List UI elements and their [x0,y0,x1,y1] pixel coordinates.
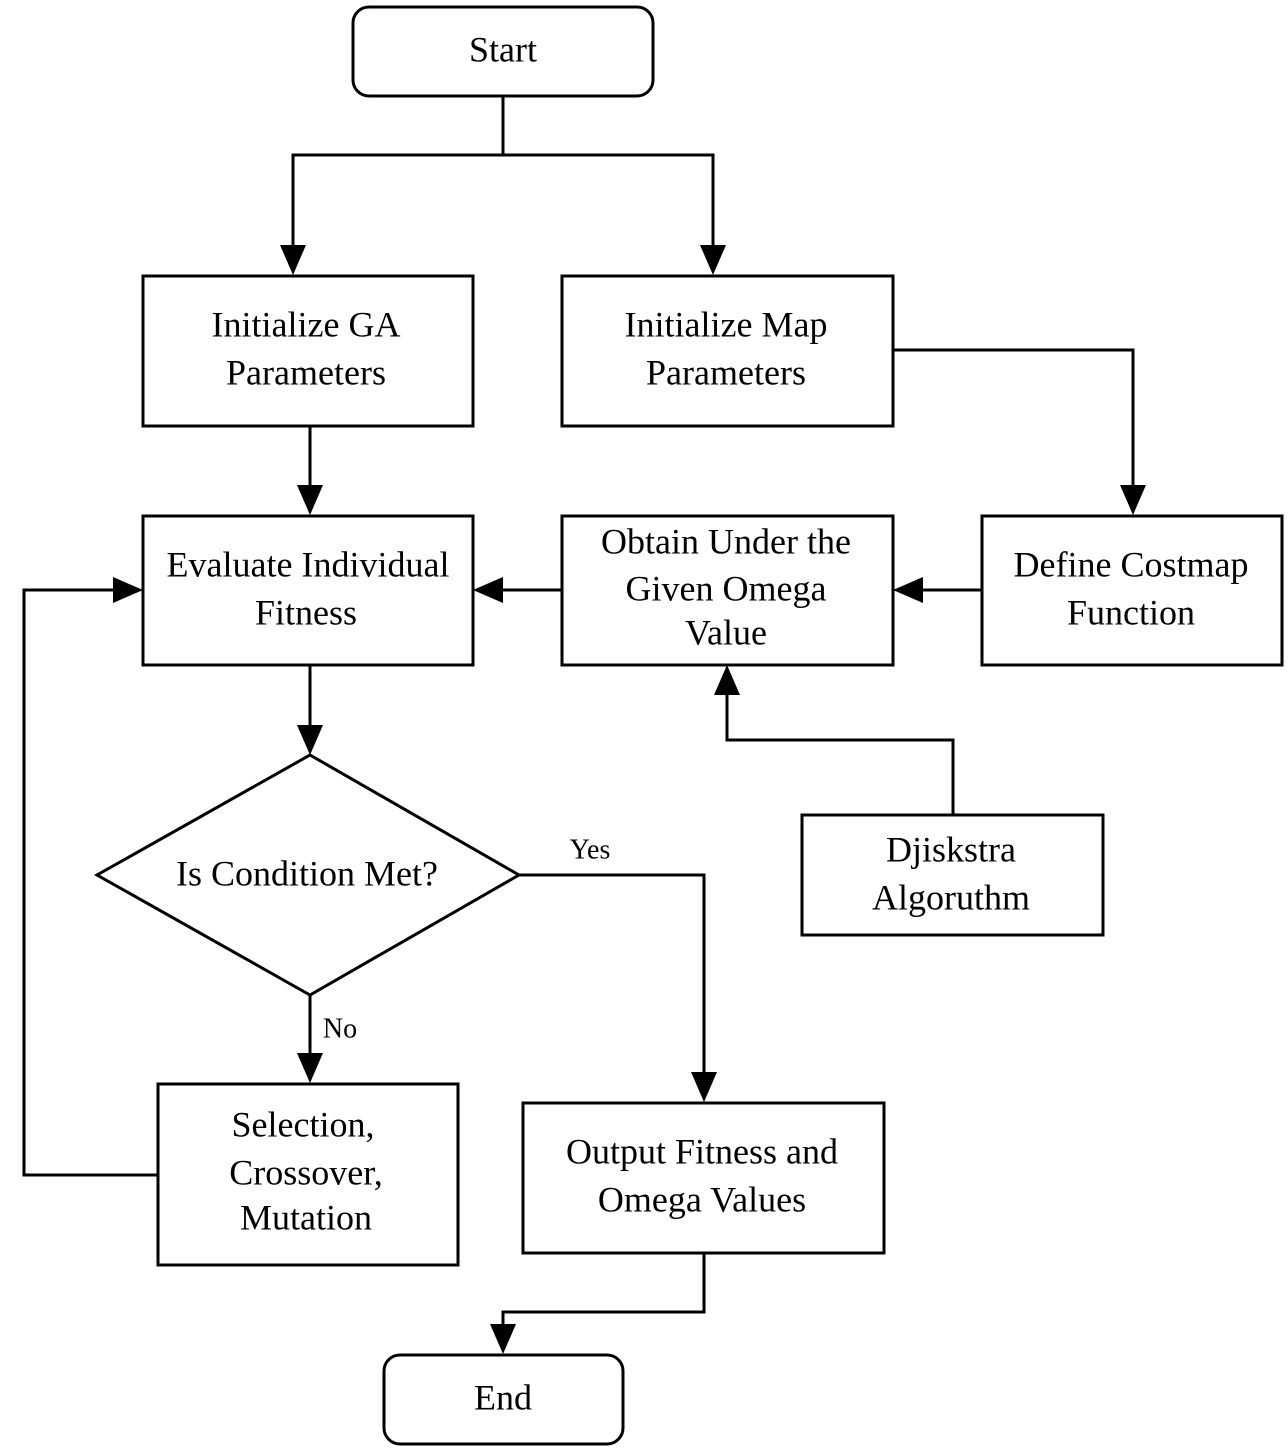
dijkstra-to-obtain-connector [725,675,955,815]
obtain-node: Obtain Under the Given Omega Value [560,514,895,667]
condition-node: Is Condition Met? [93,753,523,997]
output-to-end-connector [501,1253,706,1344]
obtain-label-line2: Given Omega [626,568,827,608]
arrowhead-icon [490,1324,516,1354]
loop-back-connector [22,588,158,1177]
start-label: Start [469,29,537,69]
dijkstra-node: Djiskstra Algoruthm [800,813,1105,937]
init-ga-label-line1: Initialize GA [212,304,401,344]
connectors [22,96,1135,1344]
output-label-line2: Omega Values [598,1179,806,1219]
arrowhead-icon [714,665,740,695]
evaluate-label-line1: Evaluate Individual [167,544,450,584]
selection-node: Selection, Crossover, Mutation [156,1082,460,1267]
init-ga-node: Initialize GA Parameters [141,274,475,428]
arrowhead-icon [691,1072,717,1102]
condition-label: Is Condition Met? [176,853,438,893]
costmap-label-line1: Define Costmap [1014,544,1249,584]
obtain-label-line3: Value [685,612,767,652]
arrowhead-icon [893,577,923,603]
arrowhead-icon [473,577,503,603]
dijkstra-label-line1: Djiskstra [886,829,1016,869]
arrowhead-icon [1120,485,1146,515]
obtain-label-line1: Obtain Under the [601,521,851,561]
selection-label-line1: Selection, [232,1104,375,1144]
output-node: Output Fitness and Omega Values [521,1101,886,1255]
dijkstra-label-line2: Algoruthm [872,877,1030,917]
init-map-label-line2: Parameters [646,352,806,392]
output-label-line1: Output Fitness and [566,1131,838,1171]
arrowhead-icon [280,245,306,275]
yes-connector [519,873,706,1092]
init-map-label-line1: Initialize Map [625,304,828,344]
yes-label: Yes [570,834,611,865]
start-to-map-connector [503,153,715,265]
no-label: No [323,1013,357,1044]
end-node: End [382,1353,625,1446]
map-to-costmap-connector [893,348,1135,505]
costmap-label-line2: Function [1067,592,1195,632]
selection-label-line2: Crossover, [229,1152,383,1192]
start-to-ga-connector [291,96,505,265]
init-ga-label-line2: Parameters [226,352,386,392]
selection-label-line3: Mutation [240,1197,372,1237]
end-label: End [474,1377,532,1417]
evaluate-label-line2: Fitness [255,592,357,632]
costmap-node: Define Costmap Function [980,514,1284,667]
arrowhead-icon [700,245,726,275]
arrowhead-icon [297,725,323,755]
arrowheads [113,245,1146,1354]
init-map-node: Initialize Map Parameters [560,274,895,428]
arrowhead-icon [297,1053,323,1083]
arrowhead-icon [113,577,143,603]
arrowhead-icon [297,485,323,515]
evaluate-node: Evaluate Individual Fitness [141,514,475,667]
start-node: Start [351,5,655,98]
